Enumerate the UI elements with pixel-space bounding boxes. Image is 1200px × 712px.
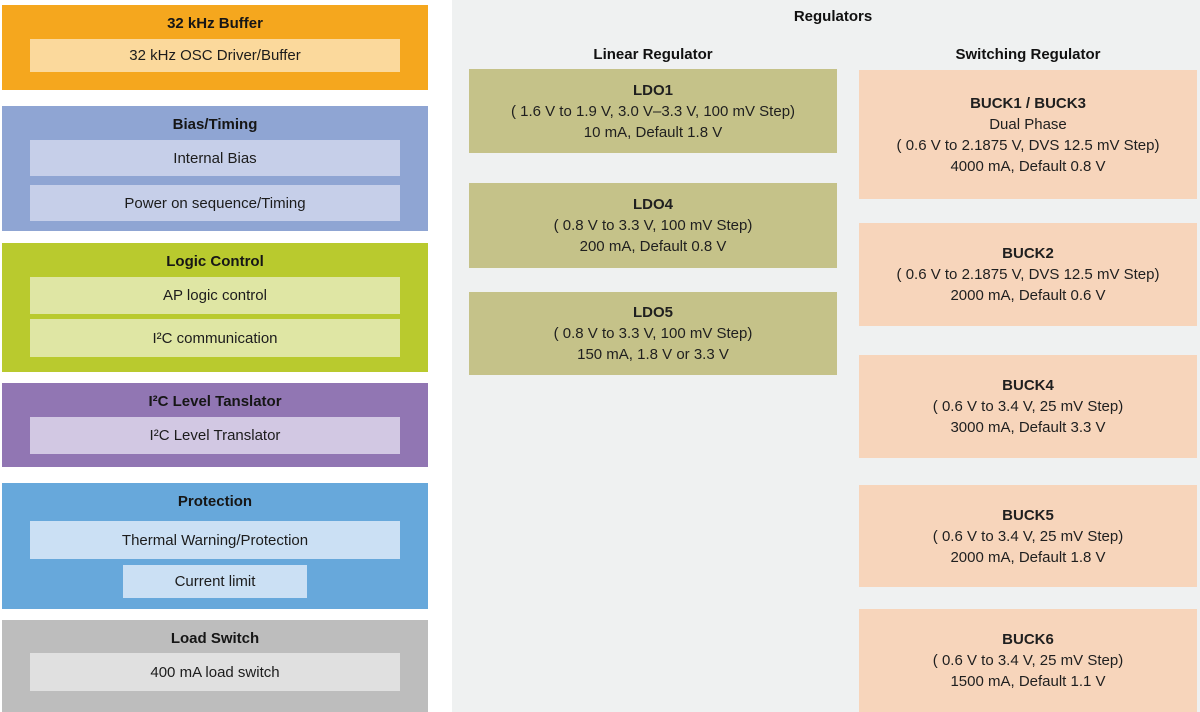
item-thermal-warning-protection: Thermal Warning/Protection <box>30 521 400 559</box>
ldo4-range: ( 0.8 V to 3.3 V, 100 mV Step) <box>553 217 753 234</box>
buck1-buck3-subtitle: Dual Phase <box>989 115 1067 133</box>
switching-regulator-header: Switching Regulator <box>955 46 1101 63</box>
buck2-title: BUCK2 <box>1002 245 1054 262</box>
item-32khz-osc-driver-buffer: 32 kHz OSC Driver/Buffer <box>30 39 400 72</box>
block-protection-title: Protection <box>177 493 253 510</box>
block-bias-timing: Bias/Timing Internal Bias Power on seque… <box>2 106 428 231</box>
regulator-block-buck2: BUCK2 ( 0.6 V to 2.1875 V, DVS 12.5 mV S… <box>859 223 1197 326</box>
regulators-title: Regulators <box>793 8 873 25</box>
item-i2c-level-translator: I²C Level Translator <box>30 417 400 454</box>
block-load-switch: Load Switch 400 mA load switch <box>2 620 428 712</box>
buck5-range: ( 0.6 V to 3.4 V, 25 mV Step) <box>932 527 1124 545</box>
buck6-title: BUCK6 <box>1002 631 1054 648</box>
block-load-switch-title: Load Switch <box>170 630 260 647</box>
buck1-buck3-current-default: 4000 mA, Default 0.8 V <box>950 157 1106 175</box>
item-current-limit: Current limit <box>123 565 307 598</box>
block-i2c-level-translator-title: I²C Level Tanslator <box>148 393 282 410</box>
block-protection: Protection Thermal Warning/Protection Cu… <box>2 483 428 609</box>
ldo4-current-default: 200 mA, Default 0.8 V <box>579 238 727 255</box>
ldo1-title: LDO1 <box>632 81 673 99</box>
buck6-range: ( 0.6 V to 3.4 V, 25 mV Step) <box>932 652 1124 669</box>
block-32khz-buffer-title: 32 kHz Buffer <box>167 15 263 32</box>
block-logic-control-title: Logic Control <box>166 253 264 270</box>
linear-regulator-header: Linear Regulator <box>593 46 713 63</box>
ldo1-range: ( 1.6 V to 1.9 V, 3.0 V–3.3 V, 100 mV St… <box>510 102 796 120</box>
buck5-current-default: 2000 mA, Default 1.8 V <box>950 548 1106 566</box>
regulator-block-ldo4: LDO4 ( 0.8 V to 3.3 V, 100 mV Step) 200 … <box>469 183 837 268</box>
item-400ma-load-switch: 400 mA load switch <box>30 653 400 691</box>
ldo5-title: LDO5 <box>632 304 673 321</box>
buck4-range: ( 0.6 V to 3.4 V, 25 mV Step) <box>932 398 1124 415</box>
buck5-title: BUCK5 <box>1002 506 1054 524</box>
buck2-current-default: 2000 mA, Default 0.6 V <box>950 287 1106 304</box>
item-internal-bias: Internal Bias <box>30 140 400 176</box>
ldo1-current-default: 10 mA, Default 1.8 V <box>583 123 723 141</box>
buck4-title: BUCK4 <box>1002 377 1054 394</box>
item-ap-logic-control: AP logic control <box>30 277 400 314</box>
buck2-range: ( 0.6 V to 2.1875 V, DVS 12.5 mV Step) <box>896 266 1160 283</box>
ldo5-current-default: 150 mA, 1.8 V or 3.3 V <box>577 346 729 363</box>
block-i2c-level-translator: I²C Level Tanslator I²C Level Translator <box>2 383 428 467</box>
ldo4-title: LDO4 <box>632 196 673 213</box>
regulator-block-buck5: BUCK5 ( 0.6 V to 3.4 V, 25 mV Step) 2000… <box>859 485 1197 587</box>
buck1-buck3-title: BUCK1 / BUCK3 <box>970 94 1086 112</box>
ldo5-range: ( 0.8 V to 3.3 V, 100 mV Step) <box>553 325 753 342</box>
block-bias-timing-title: Bias/Timing <box>172 116 258 133</box>
regulator-block-buck4: BUCK4 ( 0.6 V to 3.4 V, 25 mV Step) 3000… <box>859 355 1197 458</box>
item-power-on-sequence-timing: Power on sequence/Timing <box>30 185 400 221</box>
buck6-current-default: 1500 mA, Default 1.1 V <box>950 673 1106 690</box>
item-i2c-communication: I²C communication <box>30 319 400 357</box>
regulator-block-ldo5: LDO5 ( 0.8 V to 3.3 V, 100 mV Step) 150 … <box>469 292 837 375</box>
regulator-block-buck6: BUCK6 ( 0.6 V to 3.4 V, 25 mV Step) 1500… <box>859 609 1197 712</box>
buck1-buck3-range: ( 0.6 V to 2.1875 V, DVS 12.5 mV Step) <box>896 136 1160 154</box>
block-logic-control: Logic Control AP logic control I²C commu… <box>2 243 428 372</box>
regulator-block-ldo1: LDO1 ( 1.6 V to 1.9 V, 3.0 V–3.3 V, 100 … <box>469 69 837 153</box>
block-32khz-buffer: 32 kHz Buffer 32 kHz OSC Driver/Buffer <box>2 5 428 90</box>
regulator-block-buck1-buck3: BUCK1 / BUCK3 Dual Phase ( 0.6 V to 2.18… <box>859 70 1197 199</box>
buck4-current-default: 3000 mA, Default 3.3 V <box>950 419 1106 436</box>
